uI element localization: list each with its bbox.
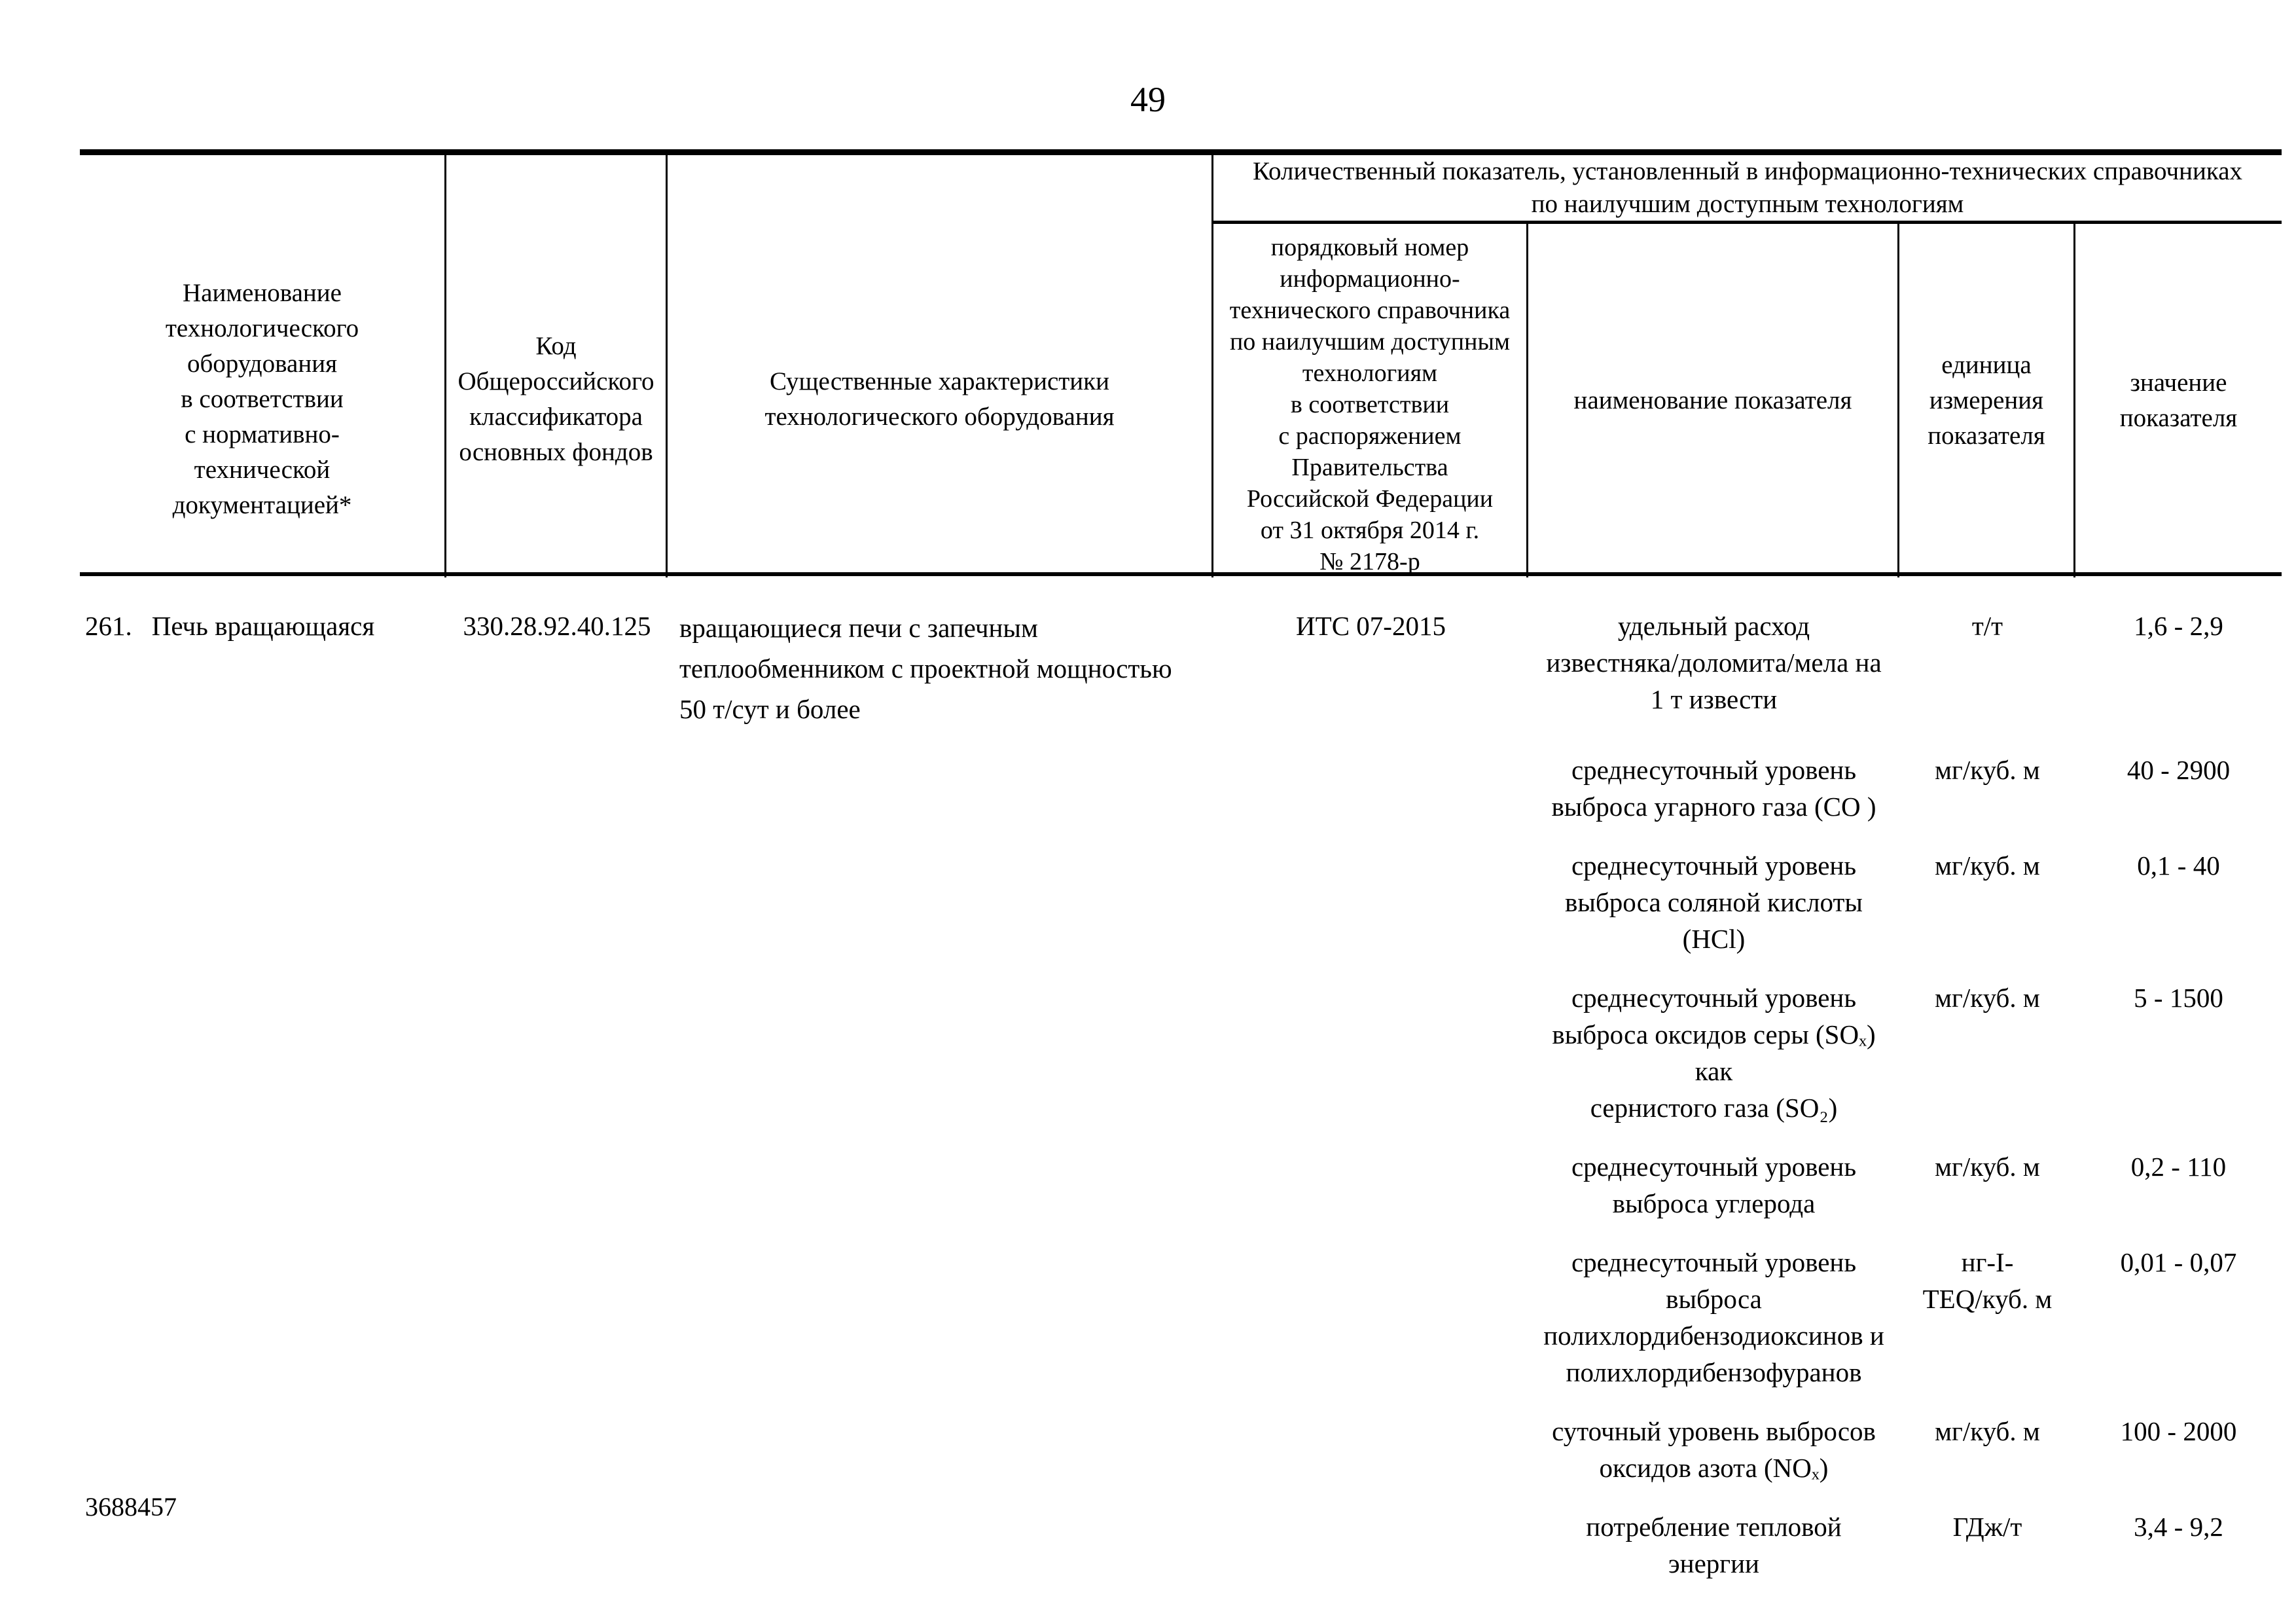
indicator-value: 3,4 - 9,2 [2134,1512,2223,1542]
header-characteristics: Существенные характеристики технологичес… [668,155,1213,577]
indicator-unit: мг/куб. м [1935,850,2040,881]
indicator-name: среднесуточный уровень выброса полихлорд… [1543,1247,1884,1387]
indicator-value: 0,1 - 40 [2137,850,2220,881]
indicator-name: удельный расход известняка/доломита/мела… [1546,611,1882,714]
indicator-value: 0,2 - 110 [2130,1152,2227,1182]
indicator-unit: мг/куб. м [1935,983,2040,1013]
indicator-unit: мг/куб. м [1935,755,2040,785]
indicator-value: 100 - 2000 [2120,1416,2237,1446]
indicator-name: среднесуточный уровень выброса соляной к… [1565,850,1863,954]
row-number: 261. [85,611,132,641]
header-indicator-unit: единица измерения показателя [1899,224,2075,577]
table-header: Наименование технологического оборудован… [80,149,2282,577]
document-number: 3688457 [85,1492,177,1522]
header-indicator-name: наименование показателя [1528,224,1899,577]
indicator-value: 40 - 2900 [2126,755,2231,785]
okof-code-cell: 330.28.92.40.125 [463,611,651,641]
header-its-reference-number: порядковый номер информационно- техничес… [1213,224,1528,577]
header-group-quantitative-indicator: Количественный показатель, установленный… [1213,155,2282,224]
equipment-name: Печь вращающаяся [151,611,375,641]
indicator-unit: ГДж/т [1952,1512,2022,1542]
indicator-value: 0,01 - 0,07 [2120,1247,2237,1277]
header-indicator-value: значение показателя [2119,369,2238,432]
indicator-name: потребление тепловой энергии [1586,1512,1842,1578]
equipment-cell: 261. Печь вращающаяся [80,608,446,644]
indicator-unit: мг/куб. м [1935,1416,2040,1446]
page-number: 49 [1130,80,1166,119]
indicator-value: 1,6 - 2,9 [2134,611,2223,641]
characteristics-cell: вращающиеся печи с запечным теплообменни… [679,613,1172,724]
its-reference-cell: ИТС 07-2015 [1296,611,1446,641]
header-equipment-name: Наименование технологического оборудован… [80,155,446,577]
indicator-unit: нг-I- TEQ/куб. м [1922,1247,2053,1314]
indicator-unit: т/т [1971,611,2003,641]
table-body: 261. Печь вращающаяся 330.28.92.40.125 в… [80,608,2282,1582]
indicator-name: среднесуточный уровень выброса угарного … [1551,755,1876,822]
indicator-name: среднесуточный уровень выброса углерода [1571,1152,1857,1218]
indicator-unit: мг/куб. м [1935,1152,2040,1182]
header-okof-code: Код Общероссийского классификатора основ… [446,155,668,577]
indicator-name: среднесуточный уровень выброса оксидов с… [1552,983,1876,1123]
indicator-name: суточный уровень выбросов оксидов азота … [1552,1416,1876,1483]
indicator-value: 5 - 1500 [2134,983,2223,1013]
